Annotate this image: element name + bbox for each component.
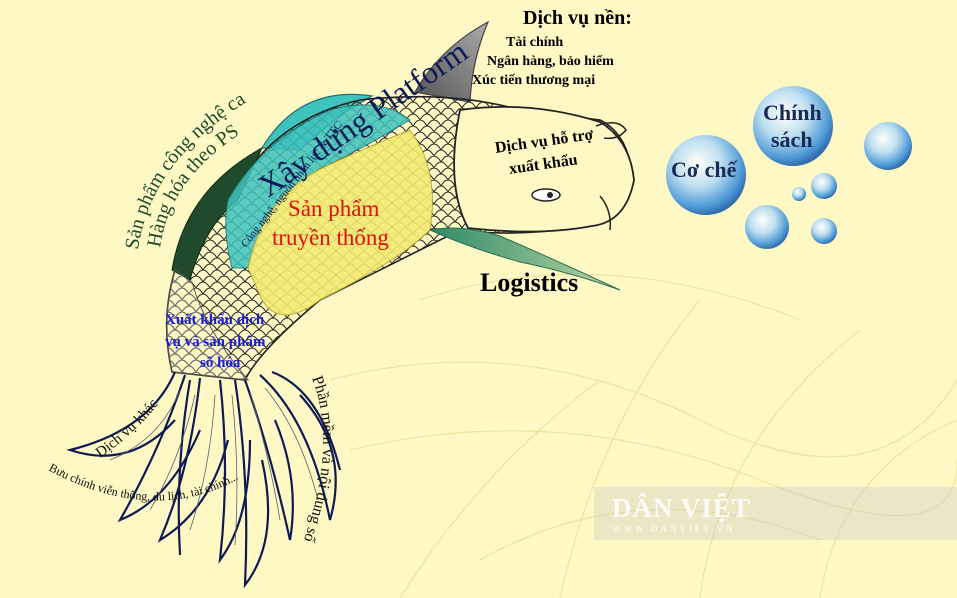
watermark-url: WWW.DANVIET.VN <box>612 524 736 534</box>
bubble-small-4 <box>792 187 806 201</box>
digital-export-line3: số hóa <box>200 355 241 371</box>
background-service-finance: Tài chính <box>506 35 564 50</box>
dark-green-fin <box>171 146 264 281</box>
fish-eye <box>531 188 561 202</box>
watermark-box <box>594 487 957 540</box>
bubble-mechanism <box>666 135 746 215</box>
digital-export-line1: Xuất khẩu dịch <box>165 312 265 328</box>
traditional-label-1: Sản phẩm <box>288 196 380 221</box>
bubble-policy <box>753 86 833 166</box>
bubble-small-3 <box>811 218 837 244</box>
ventral-green-fin <box>428 227 621 291</box>
logistics-label: Logistics <box>480 268 579 297</box>
yellow-band <box>247 129 433 316</box>
fish-head <box>453 105 635 233</box>
background-service-banking: Ngân hàng, bảo hiểm <box>487 54 614 69</box>
teal-band <box>225 104 411 269</box>
digital-export-line2: vụ và sản phẩm <box>165 334 266 350</box>
bubbles <box>666 86 912 249</box>
background-lines <box>329 273 957 598</box>
traditional-label-2: truyền thống <box>272 225 389 250</box>
bubble-small-2 <box>811 173 837 199</box>
mechanism-label: Cơ chế <box>671 157 737 182</box>
background-services-title: Dịch vụ nền: <box>523 7 632 29</box>
background-service-trade: Xúc tiến thương mại <box>472 73 596 88</box>
lower-body <box>166 269 250 381</box>
bubble-small-1 <box>745 205 789 249</box>
dorsal-fin <box>414 20 490 103</box>
bubble-small-right <box>864 122 912 170</box>
other-services-detail: Bưu chính viễn thông, du lịch, tài chính… <box>47 460 241 503</box>
watermark-brand: DÂN VIỆT <box>612 493 751 523</box>
fish-tail <box>66 370 342 589</box>
policy-label-2: sách <box>771 127 813 152</box>
policy-label-1: Chính <box>763 100 822 125</box>
